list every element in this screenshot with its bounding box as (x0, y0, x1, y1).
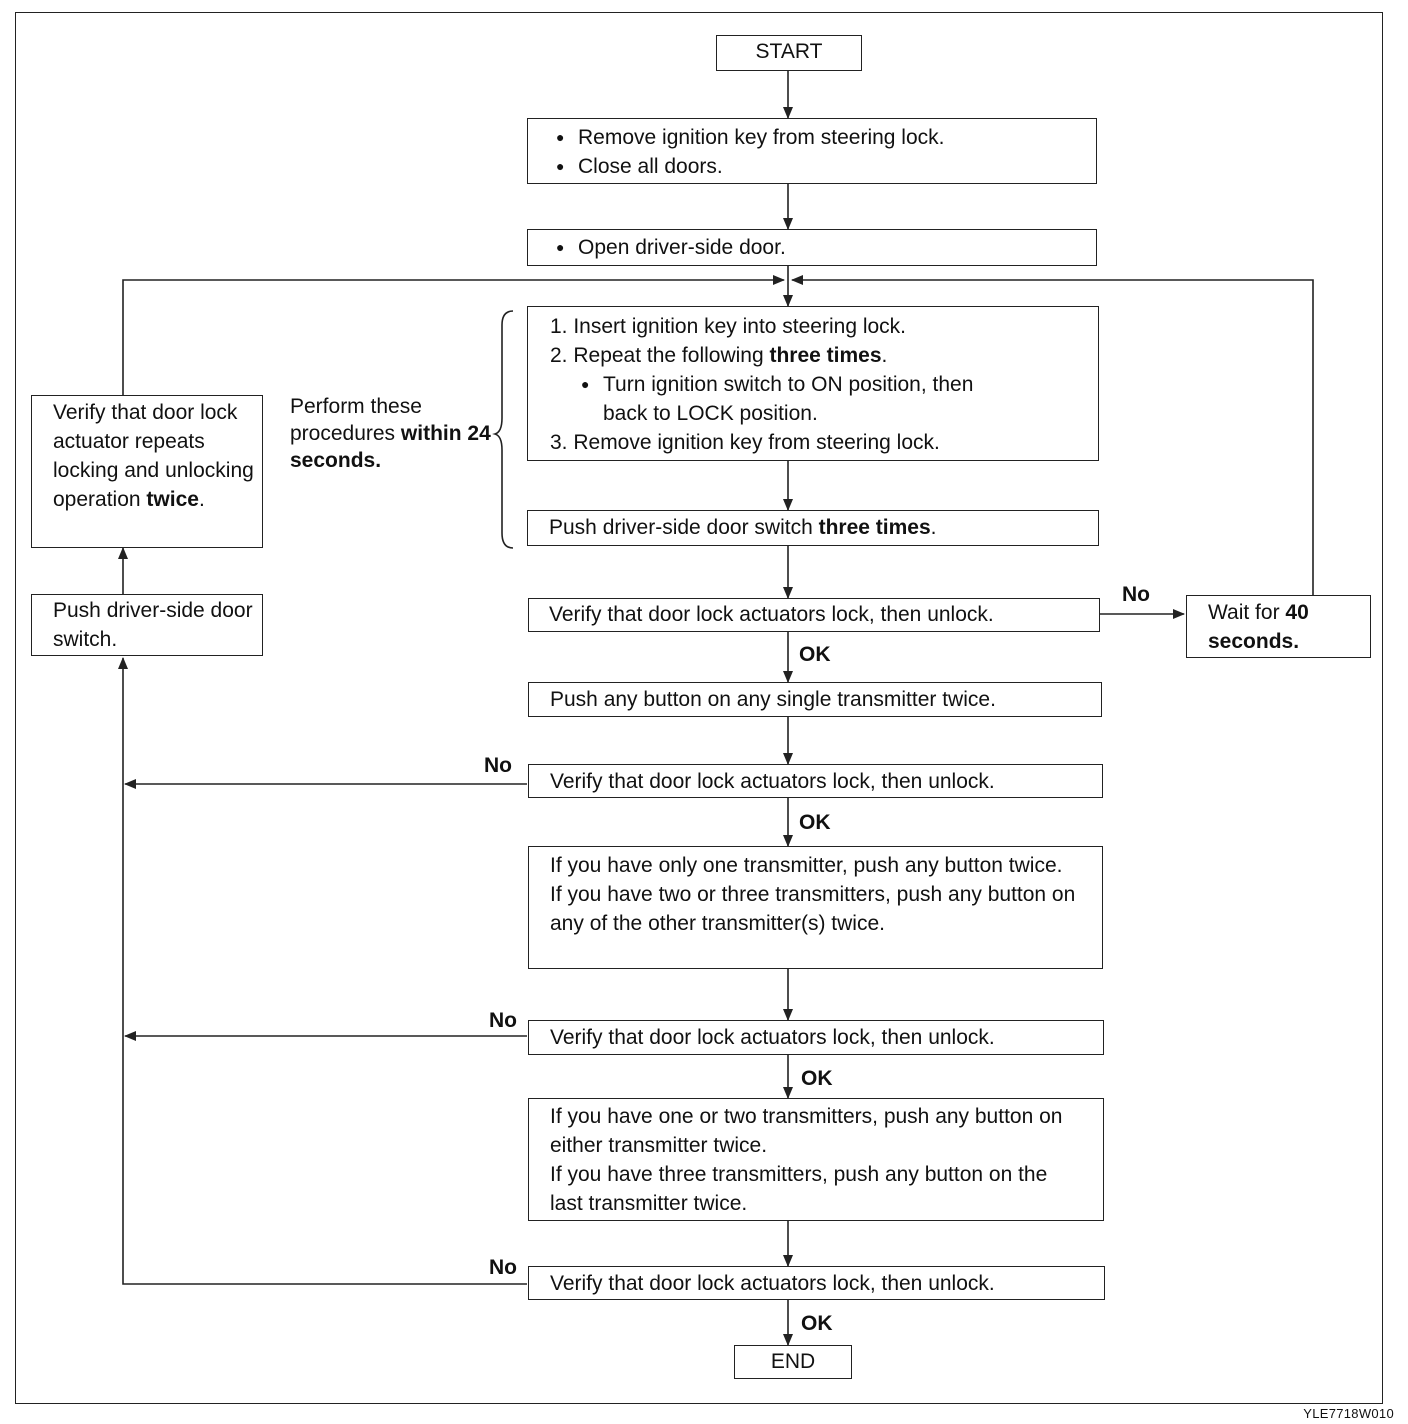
ok-label-1: OK (799, 643, 831, 666)
verify-box-1: Verify that door lock actuators lock, th… (528, 598, 1100, 632)
verify-1-text: Verify that door lock actuators lock, th… (549, 603, 994, 626)
start-label: START (755, 40, 823, 63)
left-verify-twice: Verify that door lock actuator repeats l… (31, 395, 263, 548)
step4-text: Push driver-side door switch (549, 516, 819, 539)
verify-box-4: Verify that door lock actuators lock, th… (528, 1266, 1105, 1300)
step-open-driver-door: Open driver-side door. (527, 229, 1097, 266)
bracket-brace (492, 310, 514, 549)
loop-wait-back (791, 275, 1314, 597)
wait-box: Wait for 40 seconds. (1186, 595, 1371, 658)
bracket-note-text: Perform these procedures (290, 395, 422, 445)
figure-code: YLE7718W010 (1303, 1406, 1394, 1421)
left-push-door-switch: Push driver-side door switch. (31, 594, 263, 656)
end-label: END (770, 1350, 816, 1373)
step3-item-2: 2. Repeat the following three times. (528, 341, 1098, 370)
wait-emphasis: 40 seconds. (1208, 601, 1309, 653)
step-push-single-transmitter: Push any button on any single transmitte… (528, 682, 1102, 717)
step3-item-2-emphasis: three times (769, 344, 882, 367)
step10-line-2: If you have three transmitters, push any… (550, 1163, 1048, 1215)
step3-sub-line-1: Turn ignition switch to ON position, the… (581, 370, 1098, 399)
step4-end: . (930, 516, 937, 539)
step3-item-1: 1. Insert ignition key into steering loc… (550, 315, 907, 338)
loop-left-back (122, 275, 785, 395)
ok-label-2: OK (799, 811, 831, 834)
bracket-note-emphasis: within 24 seconds. (290, 422, 491, 472)
diagram-frame (15, 12, 1383, 1404)
verify-3-text: Verify that door lock actuators lock, th… (550, 1026, 995, 1049)
line-verify4-no (118, 657, 527, 1285)
step-last-transmitter: If you have one or two transmitters, pus… (528, 1098, 1104, 1221)
no-label-4: No (489, 1256, 517, 1279)
verify-2-text: Verify that door lock actuators lock, th… (550, 770, 995, 793)
step3-item-2-text: 2. Repeat the following (550, 344, 770, 367)
verify-box-2: Verify that door lock actuators lock, th… (528, 764, 1103, 798)
start-terminal: START (716, 35, 862, 71)
step1-line-2: Close all doors. (556, 152, 1096, 181)
step3-item-2-end: . (881, 344, 888, 367)
left-verify-text: Verify that door lock actuator repeats l… (53, 401, 254, 511)
step1-line-1: Remove ignition key from steering lock. (556, 123, 1096, 152)
bracket-note: Perform these procedures within 24 secon… (290, 393, 495, 474)
step2-line: Open driver-side door. (556, 233, 1096, 262)
step-other-transmitters: If you have only one transmitter, push a… (528, 846, 1103, 969)
no-label-wait: No (1122, 583, 1150, 606)
left-verify-end: . (198, 488, 205, 511)
no-label-3: No (489, 1009, 517, 1032)
step4-emphasis: three times (818, 516, 931, 539)
step8-line-2: If you have two or three transmitters, p… (550, 883, 1076, 935)
no-label-2: No (484, 754, 512, 777)
ok-label-4: OK (801, 1312, 833, 1335)
step3-item-3: 3. Remove ignition key from steering loc… (550, 431, 940, 454)
wait-text: Wait for (1208, 601, 1286, 624)
verify-box-3: Verify that door lock actuators lock, th… (528, 1020, 1104, 1055)
step8-line-1: If you have only one transmitter, push a… (550, 854, 1063, 877)
step3-sub-line-2: back to LOCK position. (603, 402, 818, 425)
step-remove-key-close-doors: Remove ignition key from steering lock. … (527, 118, 1097, 184)
end-terminal: END (734, 1345, 852, 1379)
step-ignition-sequence: 1. Insert ignition key into steering loc… (527, 306, 1099, 461)
step6-text: Push any button on any single transmitte… (550, 688, 996, 711)
ok-label-3: OK (801, 1067, 833, 1090)
verify-4-text: Verify that door lock actuators lock, th… (550, 1272, 995, 1295)
left-push-text: Push driver-side door switch. (53, 599, 253, 651)
step10-line-1: If you have one or two transmitters, pus… (550, 1105, 1063, 1157)
left-verify-emphasis: twice (146, 488, 199, 511)
step-push-door-switch-three: Push driver-side door switch three times… (527, 510, 1099, 546)
